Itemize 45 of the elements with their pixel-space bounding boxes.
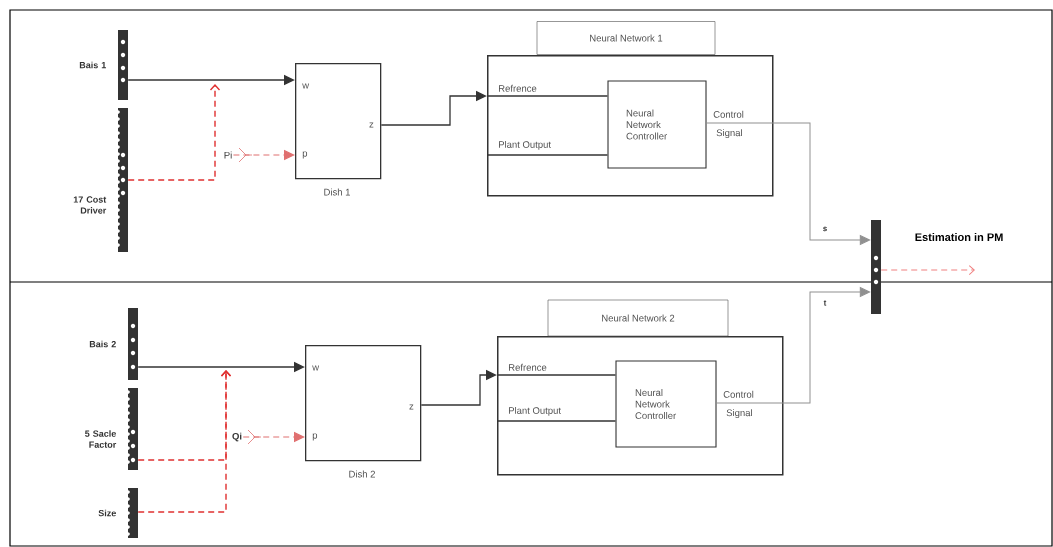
- node-label: w: [312, 365, 320, 371]
- node-label: Control: [723, 390, 754, 398]
- node-label: p: [302, 151, 308, 159]
- arrow: [880, 265, 975, 275]
- controller-box: Neural Network Controller: [615, 360, 717, 448]
- node-label: z: [409, 404, 414, 410]
- port-label: Pi: [224, 151, 232, 159]
- block-box: w p z: [305, 345, 422, 462]
- node-label: Plant Output: [498, 140, 551, 150]
- node-label: p: [312, 433, 318, 441]
- node-label: 17 Cost Driver: [73, 196, 107, 214]
- node-label: Estimation in PM: [915, 232, 1003, 242]
- arrow: [716, 287, 871, 404]
- title-tab: Neural Network 2: [547, 299, 729, 337]
- arrow: [380, 90, 487, 126]
- edge-label: t: [822, 299, 828, 307]
- arrow: [137, 370, 232, 513]
- node-label: 5 Sacle Factor: [85, 430, 117, 448]
- block-caption: Dish 1: [324, 188, 350, 196]
- node-label: Size: [98, 509, 116, 517]
- arrow: [127, 84, 221, 181]
- node-label: Refrence: [498, 84, 537, 92]
- node-label: Signal: [716, 129, 742, 139]
- edge-label: s: [821, 225, 829, 233]
- connector-bar: Bais 2: [89, 308, 138, 380]
- node-label: Control: [713, 110, 744, 118]
- controller-box: Neural Network Controller: [607, 80, 707, 169]
- port-label: Qi: [232, 432, 242, 442]
- title-tab: Neural Network 1: [536, 21, 716, 55]
- node-label: Bais 1: [79, 61, 107, 69]
- node-label: Refrence: [508, 363, 547, 371]
- connector-bar: 5 Sacle Factor: [85, 388, 138, 470]
- block-caption: Dish 2: [349, 470, 375, 478]
- connector-bar: Size: [98, 488, 138, 538]
- node-label: Plant Output: [508, 406, 561, 416]
- node-label: Signal: [726, 409, 752, 419]
- connector-bar: Estimation in PM: [871, 220, 1003, 314]
- connector-bar: Bais 1: [79, 30, 128, 100]
- node-label: Bais 2: [89, 340, 116, 348]
- arrow: [420, 369, 497, 406]
- node-label: w: [302, 83, 310, 89]
- arrow: [706, 122, 871, 245]
- block-box: w p z: [295, 63, 382, 180]
- node-label: z: [369, 122, 374, 128]
- connector-bar: 17 Cost Driver: [73, 108, 128, 252]
